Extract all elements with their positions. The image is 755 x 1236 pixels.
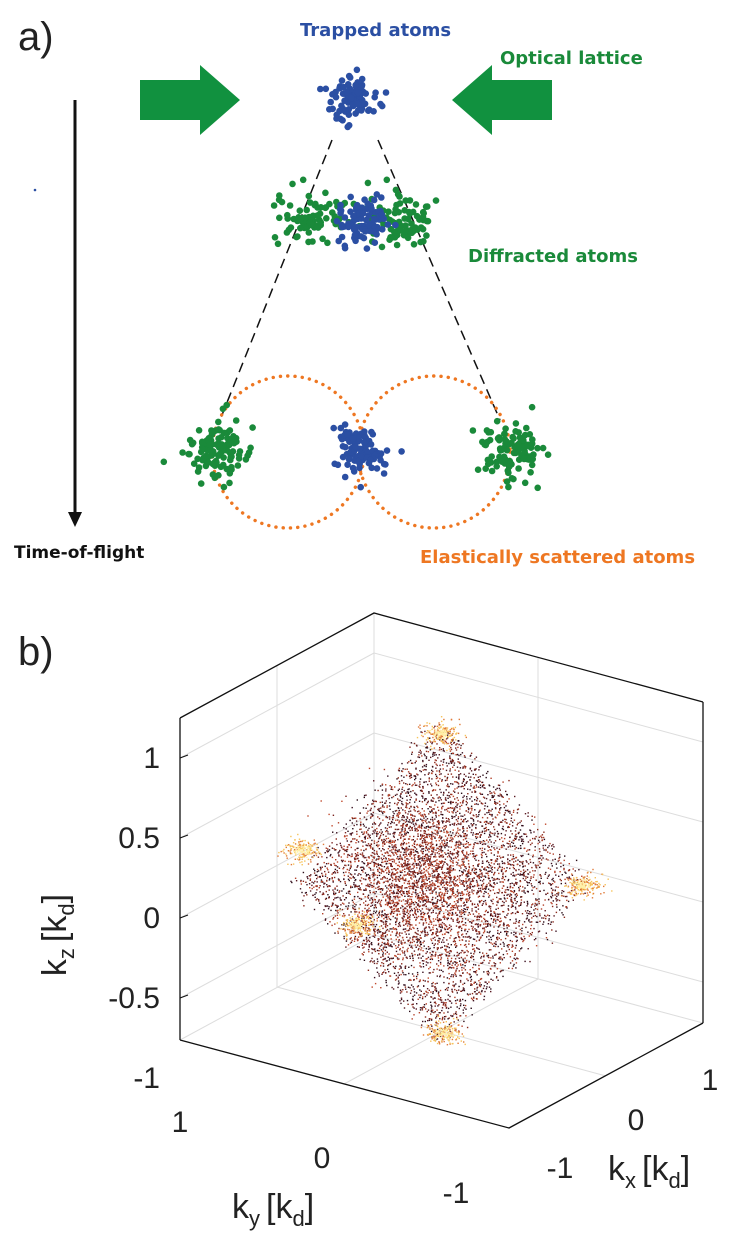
cone-dashed-left (219, 139, 333, 421)
central-cloud-bottom (330, 421, 405, 491)
atom-clouds (160, 66, 552, 492)
optical-lattice-label: Optical lattice (500, 48, 643, 69)
plot-box-outline (179, 612, 704, 1129)
y-axis-title: ky[kd] (232, 1188, 314, 1231)
y-axis-sub: y (249, 1206, 260, 1231)
z-tick-label: -0.5 (108, 982, 160, 1015)
elastically-scattered-label: Elastically scattered atoms (420, 547, 695, 568)
y-axis-unit-sub: d (292, 1206, 304, 1231)
z-axis-title: kz [kd] (36, 894, 79, 976)
momentum-scatter-cloud (277, 716, 613, 1046)
z-axis-bracket-close: ] (36, 894, 74, 903)
x-axis-bracket-close: ] (681, 1150, 690, 1188)
time-of-flight-label: Time-of-flight (14, 543, 144, 563)
optical-lattice-arrow-left (140, 65, 240, 135)
z-tick-label: 0.5 (118, 822, 160, 855)
y-tick-label: 0 (314, 1142, 331, 1175)
z-axis-ticks: 1 0.5 0 -0.5 -1 (108, 742, 189, 1095)
elastic-ring (356, 374, 512, 530)
diffracted-cloud-far-right (469, 403, 552, 492)
diffracted-cloud-far-left (160, 401, 256, 491)
time-of-flight-arrowhead (68, 512, 82, 527)
diffracted-cloud-left (270, 176, 367, 248)
x-tick-label: 1 (702, 1064, 719, 1097)
y-axis-k: k (232, 1188, 250, 1226)
z-tick-label: 1 (143, 742, 160, 775)
trapped-atoms-label: Trapped atoms (300, 20, 451, 41)
x-axis-title: kx[kd] (608, 1150, 690, 1193)
x-tick-label: -1 (547, 1152, 574, 1185)
x-axis-bracket-open: [k (642, 1150, 669, 1188)
panel-a-label: a) (18, 15, 54, 59)
trapped-atom-cloud (317, 66, 390, 131)
x-axis-unit-sub: d (668, 1168, 680, 1193)
y-axis-bracket-close: ] (305, 1188, 314, 1226)
panel-b-label: b) (18, 630, 54, 674)
optical-lattice-arrow-right (452, 65, 552, 135)
y-axis-bracket-open: [k (266, 1188, 293, 1226)
y-tick-label: -1 (443, 1177, 470, 1210)
x-axis-sub: x (625, 1168, 636, 1193)
z-axis-sub: z (54, 948, 79, 959)
x-axis-k: k (608, 1150, 626, 1188)
diffracted-cloud-right (356, 176, 440, 251)
central-cloud-mid (333, 191, 399, 252)
diffracted-atoms-label: Diffracted atoms (468, 246, 638, 267)
x-tick-label: 0 (628, 1104, 645, 1137)
z-axis-k: k (36, 958, 74, 976)
cone-dashed-right (377, 139, 501, 421)
z-axis-unit-sub: d (54, 903, 79, 915)
z-tick-label: 0 (143, 902, 160, 935)
y-tick-label: 1 (172, 1106, 189, 1139)
stray-dot (33, 188, 37, 192)
z-axis-bracket-open: [k (36, 915, 74, 942)
z-tick-label: -1 (133, 1062, 160, 1095)
